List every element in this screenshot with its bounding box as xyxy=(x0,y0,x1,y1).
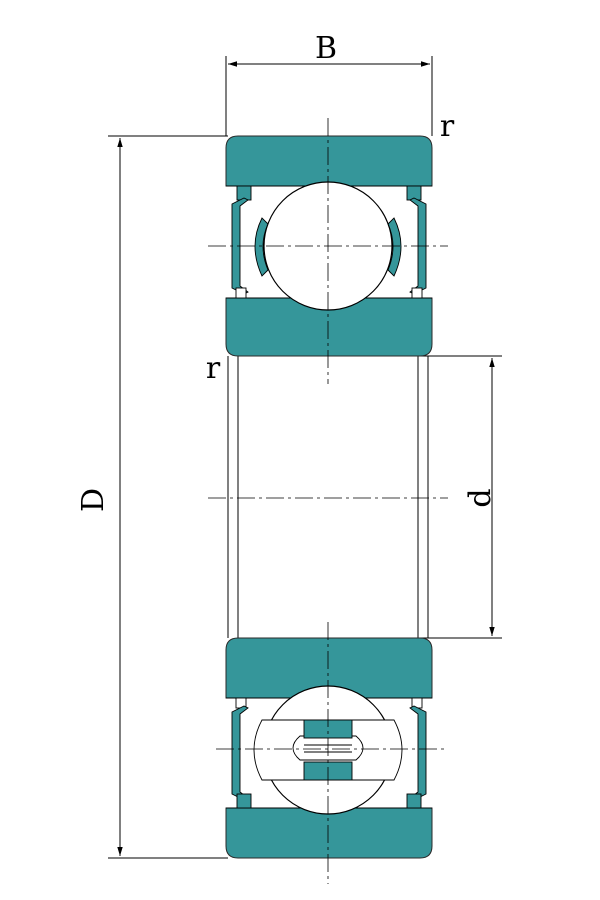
shield-left-lower xyxy=(231,697,252,809)
chamfer-label-top: r xyxy=(440,109,455,144)
shield-left-upper xyxy=(231,185,252,299)
lower-section xyxy=(216,622,448,884)
bore-outline xyxy=(227,356,429,638)
shield-right-lower xyxy=(406,697,427,809)
outer-diameter-label: D xyxy=(76,488,111,512)
upper-section xyxy=(208,118,448,384)
shield-right-upper xyxy=(406,185,427,299)
outer-ring-lower xyxy=(225,807,433,859)
bore-diameter-label: d xyxy=(463,488,498,507)
outer-ring-upper xyxy=(225,135,433,187)
chamfer-label-bore: r xyxy=(206,351,221,386)
dimension-width: B xyxy=(225,31,433,136)
dimension-bore-diameter: d xyxy=(418,355,502,639)
width-label: B xyxy=(315,31,337,66)
dimension-outer-diameter: D xyxy=(76,135,228,859)
inner-ring-upper xyxy=(225,297,433,357)
